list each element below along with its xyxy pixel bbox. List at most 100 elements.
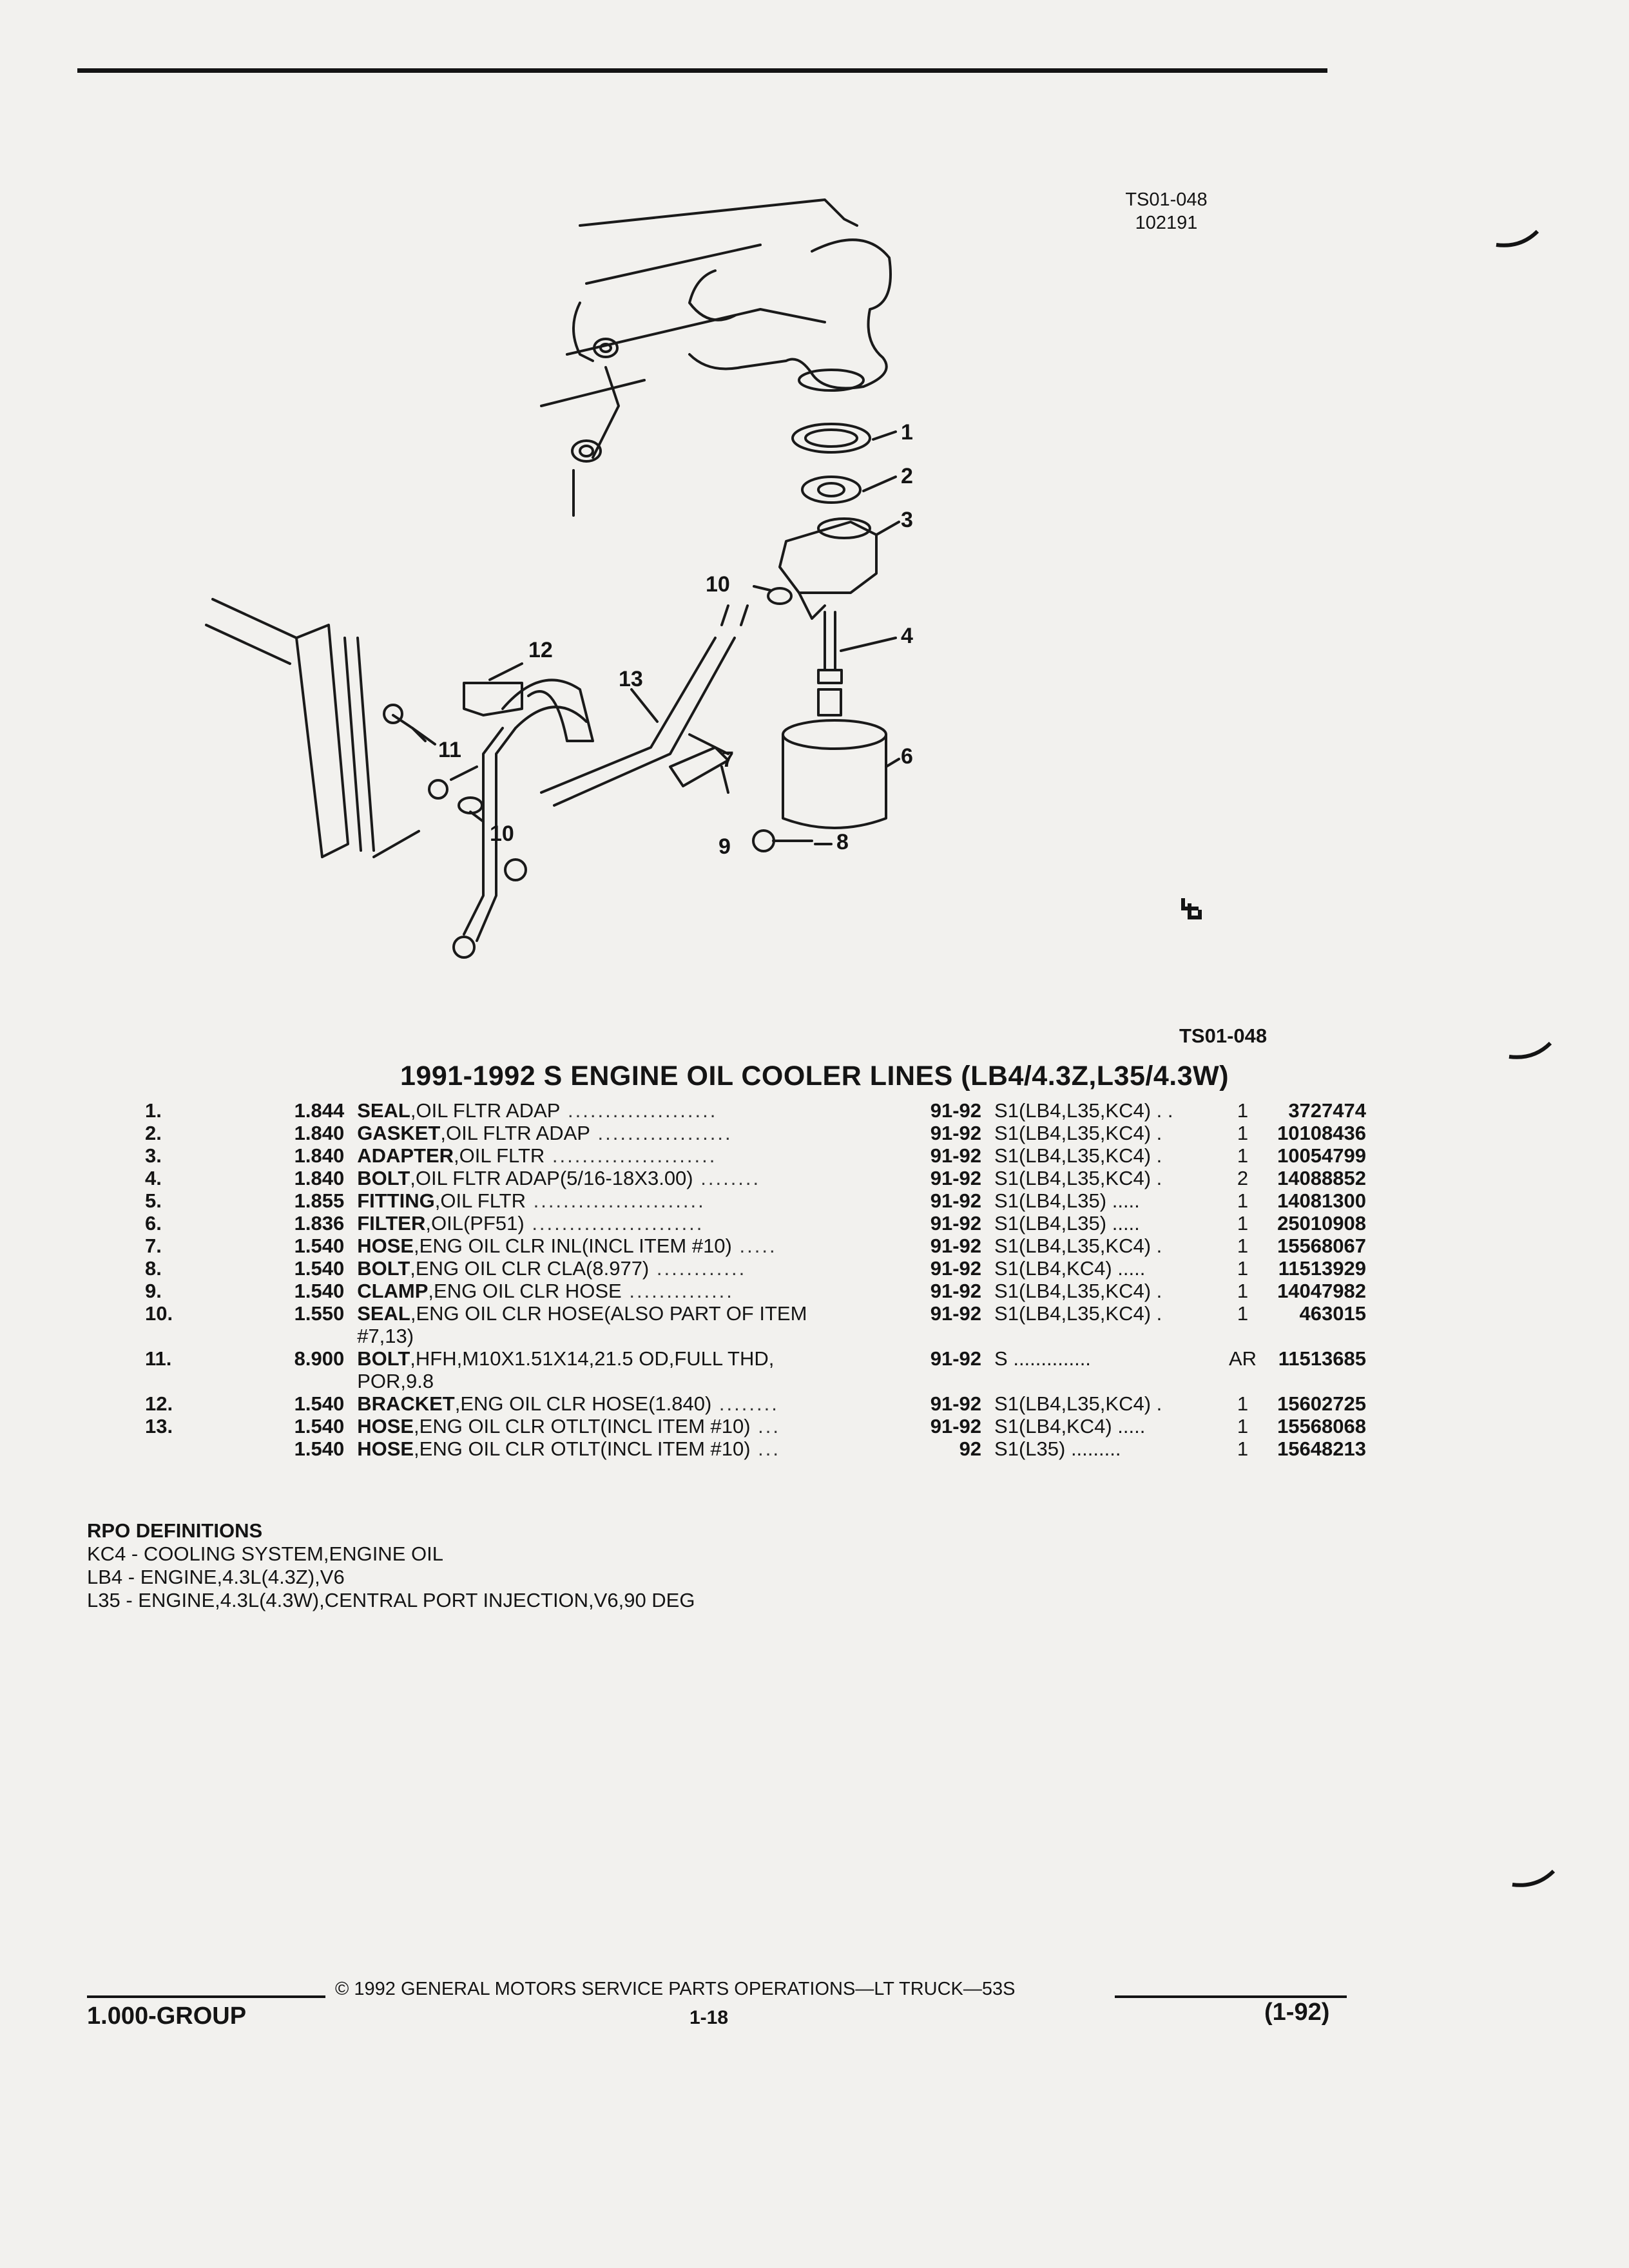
quantity: 1 — [1237, 1280, 1249, 1302]
part-description: SEAL,OIL FLTR ADAP .................... — [357, 1099, 912, 1122]
part-number: 10054799 — [1277, 1144, 1366, 1167]
group-code: 1.540 — [294, 1257, 345, 1280]
usage: S1(LB4,KC4) ..... — [994, 1257, 1146, 1280]
leader-dots: .................. — [590, 1122, 733, 1144]
part-name: FITTING — [357, 1189, 435, 1212]
part-number: 11513929 — [1278, 1257, 1366, 1280]
part-detail: ,ENG OIL CLR HOSE — [428, 1280, 622, 1302]
item-number: 6. — [145, 1212, 162, 1235]
part-number: 14047982 — [1277, 1280, 1366, 1302]
usage: S1(LB4,L35,KC4) . — [994, 1122, 1162, 1144]
callout-label: 2 — [901, 464, 913, 488]
part-number: 15568068 — [1277, 1415, 1366, 1437]
reference-date: 102191 — [1135, 213, 1198, 233]
part-description: GASKET,OIL FLTR ADAP .................. — [357, 1122, 912, 1144]
reference-code: TS01-048 — [1125, 189, 1208, 210]
part-name: SEAL — [357, 1302, 410, 1325]
quantity: 1 — [1237, 1122, 1249, 1144]
part-detail: ,ENG OIL CLR CLA(8.977) — [410, 1257, 650, 1280]
callout-label: 4 — [901, 624, 913, 648]
model-years: 91-92 — [930, 1302, 982, 1325]
rpo-definitions: RPO DEFINITIONS KC4 - COOLING SYSTEM,ENG… — [87, 1519, 695, 1612]
model-years: 91-92 — [930, 1099, 982, 1122]
part-description: HOSE,ENG OIL CLR INL(INCL ITEM #10) ....… — [357, 1235, 912, 1257]
group-code: 1.540 — [294, 1415, 345, 1437]
part-number: 14081300 — [1277, 1189, 1366, 1212]
part-name: ADAPTER — [357, 1144, 454, 1167]
item-number: 2. — [145, 1122, 162, 1144]
quantity: 1 — [1237, 1235, 1249, 1257]
item-number: 1. — [145, 1099, 162, 1122]
model-years: 91-92 — [930, 1167, 982, 1189]
part-number: 3727474 — [1288, 1099, 1366, 1122]
part-detail: ,OIL FLTR ADAP(5/16-18X3.00) — [410, 1167, 693, 1189]
model-years: 91-92 — [930, 1212, 982, 1235]
quantity: 1 — [1237, 1392, 1249, 1415]
part-number: 10108436 — [1277, 1122, 1366, 1144]
usage: S1(LB4,L35,KC4) . — [994, 1302, 1162, 1325]
part-detail: POR,9.8 — [357, 1370, 434, 1392]
part-name: BOLT — [357, 1167, 410, 1189]
quantity: 1 — [1237, 1144, 1249, 1167]
group-code: 1.855 — [294, 1189, 345, 1212]
group-code: 1.844 — [294, 1099, 345, 1122]
part-number: 463015 — [1299, 1302, 1366, 1325]
part-number: 11513685 — [1278, 1347, 1366, 1370]
callout-label: 13 — [619, 667, 643, 691]
part-name: HOSE — [357, 1437, 414, 1460]
usage: S1(LB4,L35,KC4) . — [994, 1392, 1162, 1415]
item-number: 7. — [145, 1235, 162, 1257]
part-name: HOSE — [357, 1415, 414, 1437]
item-number: 4. — [145, 1167, 162, 1189]
part-number — [1264, 1325, 1366, 1347]
quantity — [1221, 1370, 1264, 1392]
oil-cooler-illustration — [205, 598, 420, 858]
quantity: 1 — [1237, 1302, 1249, 1325]
callout-label: 6 — [901, 744, 913, 769]
leader-dots: .............. — [621, 1280, 734, 1302]
part-detail: ,ENG OIL CLR HOSE(1.840) — [454, 1392, 712, 1415]
part-name: BOLT — [357, 1347, 410, 1370]
group-code — [269, 1325, 357, 1347]
callout-label: 11 — [438, 738, 461, 762]
rpo-line: L35 - ENGINE,4.3L(4.3W),CENTRAL PORT INJ… — [87, 1589, 695, 1611]
item-number: 13. — [145, 1415, 173, 1437]
revision-date: (1-92) — [1264, 1999, 1330, 2026]
cu-stamp-icon — [1181, 898, 1202, 919]
rpo-heading: RPO DEFINITIONS — [87, 1519, 263, 1542]
item-number: 3. — [145, 1144, 162, 1167]
part-description: HOSE,ENG OIL CLR OTLT(INCL ITEM #10) ... — [357, 1415, 912, 1437]
usage: S1(LB4,L35,KC4) . — [994, 1167, 1162, 1189]
usage — [994, 1370, 1221, 1392]
table-row: #7,13) — [77, 1325, 1366, 1347]
usage: S1(LB4,L35) ..... — [994, 1212, 1140, 1235]
part-name: HOSE — [357, 1235, 414, 1257]
leader-dots: .................... — [560, 1099, 718, 1122]
rpo-line: KC4 - COOLING SYSTEM,ENGINE OIL — [87, 1542, 443, 1565]
part-detail: ,HFH,M10X1.51X14,21.5 OD,FULL THD, — [410, 1347, 775, 1370]
quantity: AR — [1228, 1347, 1257, 1370]
callout-label: 8 — [836, 830, 849, 854]
item-number: 9. — [145, 1280, 162, 1302]
leader-dots: ...................... — [545, 1144, 717, 1167]
part-detail: ,OIL(PF51) — [425, 1212, 525, 1235]
reference-code: TS01-048 — [1179, 1024, 1268, 1047]
part-number: 14088852 — [1277, 1167, 1366, 1189]
rpo-line: LB4 - ENGINE,4.3L(4.3Z),V6 — [87, 1566, 345, 1588]
part-name: FILTER — [357, 1212, 426, 1235]
item-number: 12. — [145, 1392, 173, 1415]
part-detail: ,OIL FLTR ADAP — [410, 1099, 561, 1122]
part-description: BRACKET,ENG OIL CLR HOSE(1.840) ........ — [357, 1392, 912, 1415]
quantity: 1 — [1237, 1415, 1249, 1437]
usage: S1(LB4,L35) ..... — [994, 1189, 1140, 1212]
part-detail: ,OIL FLTR — [454, 1144, 545, 1167]
model-years: 91-92 — [930, 1280, 982, 1302]
reference-block: TS01-048 102191 — [1108, 188, 1224, 235]
group-code: 1.836 — [294, 1212, 345, 1235]
quantity: 1 — [1237, 1212, 1249, 1235]
